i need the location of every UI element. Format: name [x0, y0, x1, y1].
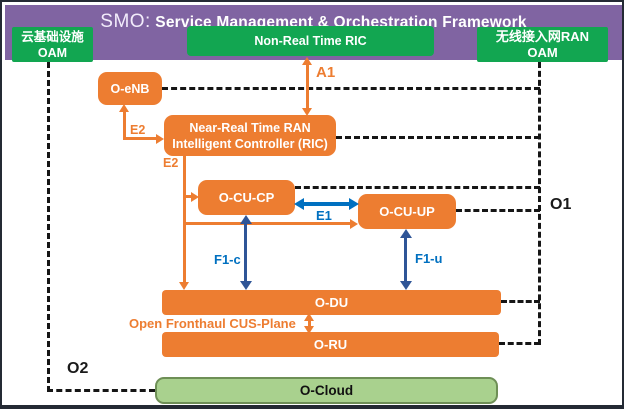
label-e2-enb: E2: [130, 123, 146, 137]
node-o-cloud: O-Cloud: [155, 377, 498, 404]
edge-e2-branch-cucp: [185, 195, 193, 198]
o-cu-cp-label: O-CU-CP: [218, 189, 275, 205]
ran-oam-line2: OAM: [527, 44, 558, 60]
edge-f1u-line: [404, 235, 407, 284]
dashed-o1-bus-vertical: [538, 62, 541, 345]
node-non-rt-ric: Non-Real Time RIC: [187, 26, 434, 56]
dashed-o2-vertical: [47, 62, 50, 392]
dashed-row-near-rt-ric: [336, 136, 540, 139]
label-o2: O2: [67, 360, 89, 377]
e2-arrowhead-cucp: [191, 192, 199, 202]
edge-e2-enb-hline: [123, 137, 157, 140]
node-o-cu-cp: O-CU-CP: [198, 180, 295, 215]
cloud-infra-oam-line2: OAM: [37, 45, 68, 60]
dashed-row-o-cu-up: [456, 209, 540, 212]
node-o-cu-up: O-CU-UP: [358, 194, 456, 229]
a1-arrowhead-down: [302, 108, 312, 116]
edge-fronthaul-line: [308, 319, 311, 328]
f1c-arrowhead-down: [240, 281, 252, 290]
dashed-row-o-du: [501, 300, 540, 303]
node-o-enb: O-eNB: [98, 72, 162, 105]
f1u-arrowhead-down: [400, 281, 412, 290]
dashed-o2-horizontal: [47, 389, 155, 392]
a1-arrowhead-up: [302, 57, 312, 65]
node-o-ru: O-RU: [162, 332, 499, 357]
label-e1: E1: [316, 208, 332, 223]
dashed-row-o-ru: [499, 342, 540, 345]
non-rt-ric-label: Non-Real Time RIC: [254, 34, 367, 48]
e2-enb-arrowhead-right: [156, 134, 164, 144]
edge-e2-trunk-vline: [183, 155, 186, 283]
label-e2-trunk: E2: [163, 156, 179, 170]
fronthaul-arrowhead-down: [304, 326, 314, 334]
smo-prefix-label: SMO:: [100, 11, 151, 32]
e2-trunk-arrowhead-odu: [179, 282, 189, 290]
node-ran-oam: 无线接入网RAN OAM: [477, 27, 608, 62]
e2-arrowhead-cuup: [350, 219, 358, 229]
label-f1-c: F1-c: [214, 252, 241, 267]
near-rt-ric-line2: Intelligent Controller (RIC): [172, 136, 328, 151]
edge-a1-line: [306, 64, 309, 110]
ran-oam-line1: 无线接入网RAN: [495, 28, 590, 44]
e2-enb-arrowhead-up: [119, 104, 129, 112]
o-cu-up-label: O-CU-UP: [379, 203, 435, 219]
label-a1: A1: [316, 64, 336, 81]
edge-e2-branch-cuup: [185, 222, 351, 225]
label-f1-u: F1-u: [415, 251, 443, 266]
f1c-arrowhead-up: [240, 215, 252, 224]
o-ru-label: O-RU: [313, 336, 348, 352]
o-cloud-label: O-Cloud: [299, 382, 354, 398]
dashed-row-o-enb: [162, 87, 540, 90]
edge-e1-line: [302, 202, 351, 206]
label-open-fronthaul: Open Fronthaul CUS-Plane: [129, 316, 296, 331]
cloud-infra-oam-line1: 云基础设施: [21, 29, 84, 44]
e1-arrowhead-right: [349, 198, 359, 210]
edge-f1c-line: [244, 221, 247, 284]
fronthaul-arrowhead-up: [304, 313, 314, 321]
node-near-rt-ric: Near-Real Time RAN Intelligent Controlle…: [164, 115, 336, 156]
node-o-du: O-DU: [162, 290, 501, 315]
f1u-arrowhead-up: [400, 229, 412, 238]
o-du-label: O-DU: [314, 294, 349, 310]
dashed-row-o-cu-cp: [295, 186, 540, 189]
node-cloud-infra-oam: 云基础设施 OAM: [12, 27, 93, 62]
near-rt-ric-line1: Near-Real Time RAN: [189, 120, 311, 135]
edge-e2-enb-vline: [123, 111, 126, 140]
e1-arrowhead-left: [294, 198, 304, 210]
o-enb-label: O-eNB: [110, 81, 150, 96]
label-o1: O1: [550, 196, 572, 213]
